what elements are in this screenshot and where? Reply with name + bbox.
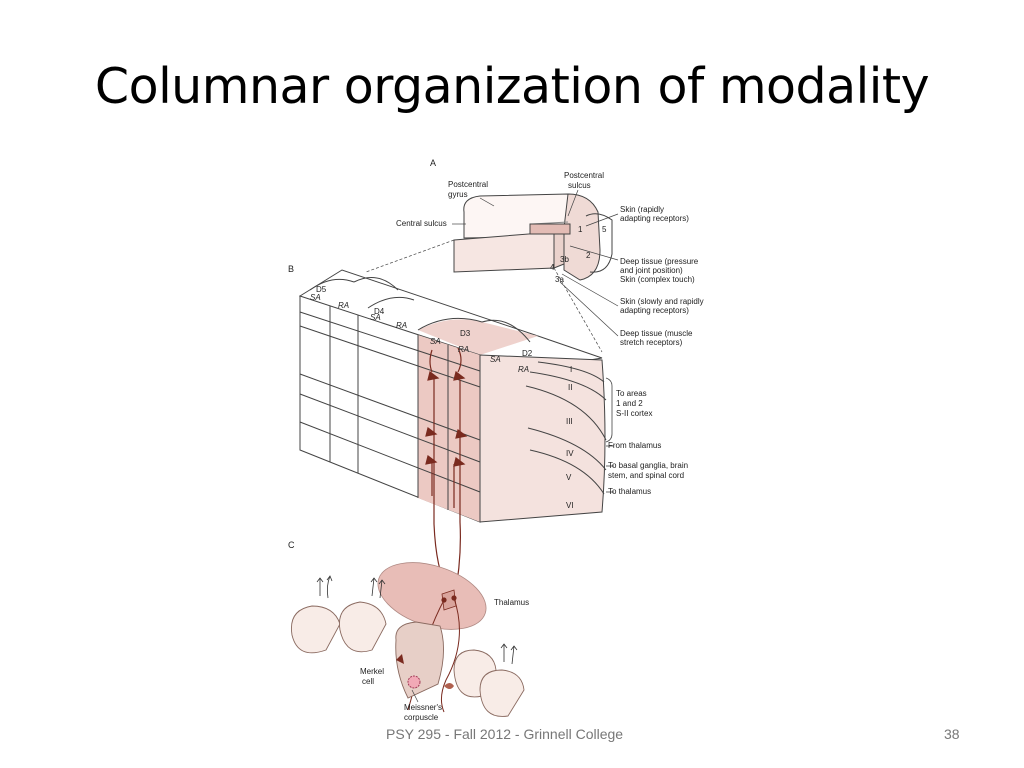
finger-arrows <box>316 575 518 665</box>
postcentral-gyrus-label: Postcentral gyrus <box>448 180 490 199</box>
skin-rapid-label: Skin (rapidly adapting receptors) <box>620 205 689 223</box>
label-leaders <box>365 189 619 353</box>
skin-slow-label: Skin (slowly and rapidly adapting recept… <box>620 297 706 315</box>
area-3b: 3b <box>560 255 569 264</box>
area-1: 1 <box>578 225 583 234</box>
postcentral-sulcus-label: Postcentral sulcus <box>564 171 606 190</box>
layer-i: I <box>570 365 572 374</box>
layer-iv: IV <box>566 449 574 458</box>
meissner-label: Meissner's corpuscle <box>404 703 444 722</box>
cortical-slab <box>298 269 607 523</box>
somatosensory-column-diagram: A 1 2 3b 4 3a 5 Postcentral gyrus Postce… <box>288 158 706 722</box>
svg-text:RA: RA <box>458 345 469 354</box>
to-thalamus-label: To thalamus <box>608 487 651 496</box>
layer-iii: III <box>566 417 573 426</box>
to-areas-bracket <box>605 377 613 443</box>
svg-text:SA: SA <box>370 313 381 322</box>
panel-c-label: C <box>288 540 295 550</box>
merkel-cell <box>396 654 404 664</box>
svg-text:RA: RA <box>338 301 349 310</box>
svg-text:SA: SA <box>310 293 321 302</box>
svg-text:SA: SA <box>490 355 501 364</box>
column-type-labels: SA RA SA RA SA RA SA RA <box>310 293 529 374</box>
digit-d4: D4 <box>374 307 385 316</box>
digit-labels: D5 D4 D3 D2 <box>316 285 533 358</box>
digit-d3: D3 <box>460 329 471 338</box>
from-thalamus-label: From thalamus <box>608 441 661 450</box>
layer-vi: VI <box>566 501 574 510</box>
merkel-cell-label: Merkel cell <box>360 667 386 686</box>
digit-d5: D5 <box>316 285 327 294</box>
area-2: 2 <box>586 251 591 260</box>
to-areas-label: To areas 1 and 2 S-II cortex <box>616 389 652 418</box>
to-basal-ganglia-label: To basal ganglia, brain stem, and spinal… <box>608 461 690 480</box>
svg-text:RA: RA <box>396 321 407 330</box>
fingertips <box>290 601 525 717</box>
slide-title: Columnar organization of modality <box>94 58 930 115</box>
area-4: 4 <box>550 263 555 272</box>
slide-footer: PSY 295 - Fall 2012 - Grinnell College <box>386 726 624 742</box>
layer-ii: II <box>568 383 572 392</box>
panel-a-label: A <box>430 158 436 168</box>
thalamus-label: Thalamus <box>494 598 529 607</box>
layer-v: V <box>566 473 572 482</box>
digit-d2: D2 <box>522 349 533 358</box>
layer-labels: I II III IV V VI <box>566 365 574 510</box>
page-number: 38 <box>944 726 960 742</box>
panel-b-label: B <box>288 264 294 274</box>
svg-text:SA: SA <box>430 337 441 346</box>
deep-tissue-label: Deep tissue (pressure and joint position… <box>620 257 701 284</box>
area-5: 5 <box>602 225 607 234</box>
meissner-corpuscle <box>407 675 421 689</box>
projection-leaders <box>606 445 614 493</box>
deep-muscle-label: Deep tissue (muscle stretch receptors) <box>620 329 695 347</box>
cortex-block <box>453 193 613 281</box>
area-3a: 3a <box>555 275 564 284</box>
central-sulcus-label: Central sulcus <box>396 219 447 228</box>
svg-text:RA: RA <box>518 365 529 374</box>
